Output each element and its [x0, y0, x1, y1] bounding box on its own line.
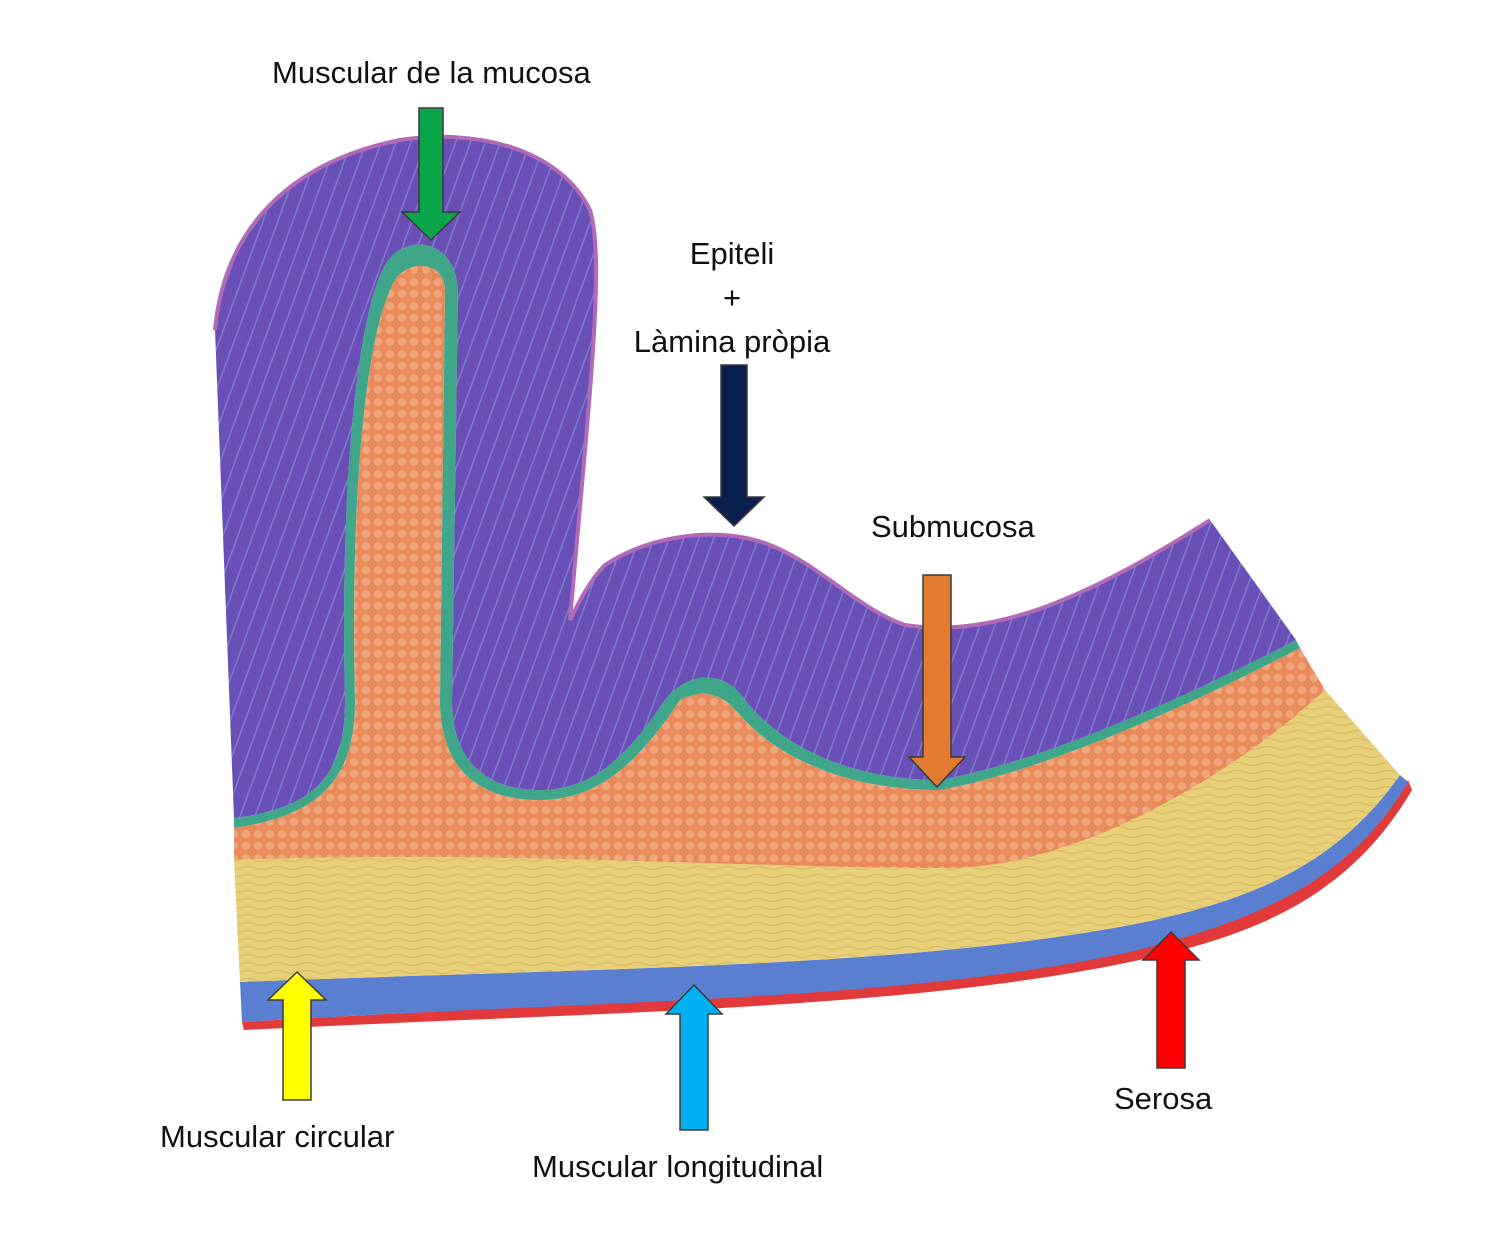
label-serosa: Serosa — [1114, 1081, 1213, 1116]
arrow-submucosa-icon — [907, 574, 967, 789]
arrow-muscular-circular-icon — [266, 970, 328, 1101]
longitudinal-muscle-layer — [240, 775, 1408, 1022]
mucosa-layer — [215, 136, 1296, 819]
label-muscular-mucosa: Muscular de la mucosa — [272, 55, 591, 90]
arrow-serosa-icon — [1141, 930, 1201, 1069]
arrow-muscular-longitudinal-icon — [664, 983, 724, 1131]
label-epiteli-line3: Làmina pròpia — [633, 324, 831, 359]
arrow-epiteli-icon — [702, 364, 766, 528]
muscularis-mucosae-layer — [234, 244, 1300, 829]
submucosa-layer — [234, 265, 1325, 869]
circular-muscle-layer — [234, 690, 1400, 982]
label-muscular-circular: Muscular circular — [160, 1119, 395, 1154]
label-epiteli-lamina-propia: Epiteli + Làmina pròpia — [632, 232, 832, 364]
arrow-muscular-mucosa-icon — [400, 107, 462, 242]
label-epiteli-line1: Epiteli — [689, 236, 775, 271]
mucosa-edge — [213, 134, 1212, 630]
label-muscular-longitudinal: Muscular longitudinal — [532, 1149, 824, 1184]
label-submucosa: Submucosa — [871, 509, 1035, 544]
label-epiteli-line2: + — [722, 280, 742, 315]
